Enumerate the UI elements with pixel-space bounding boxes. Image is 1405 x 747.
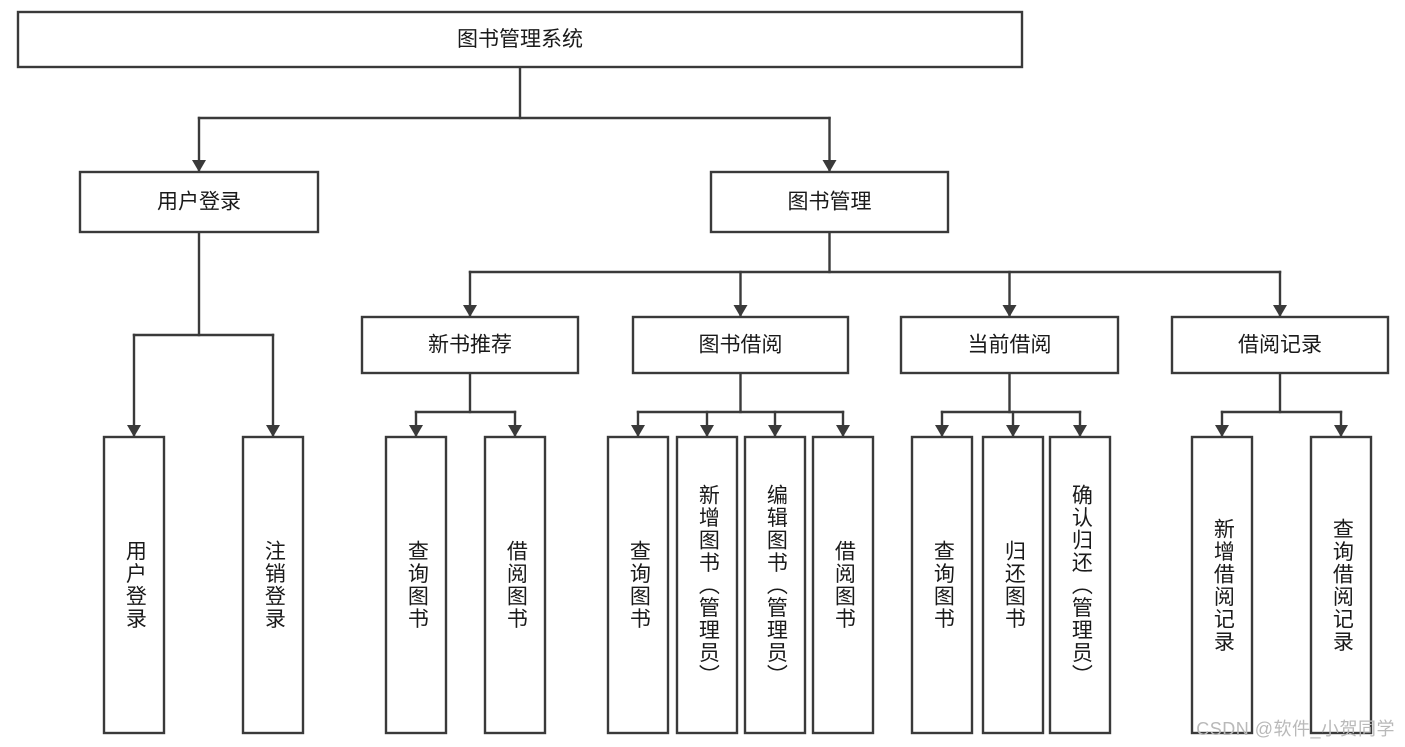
node-label: 图书管理系统	[457, 28, 583, 51]
node-leaf-6[interactable]	[743, 435, 807, 735]
node-label: 新书推荐	[428, 334, 512, 357]
node-level2-0[interactable]	[78, 170, 320, 234]
node-leaf-4[interactable]	[606, 435, 670, 735]
node-leaf-7[interactable]	[811, 435, 875, 735]
node-leaf-2[interactable]	[384, 435, 448, 735]
node-root[interactable]	[16, 10, 1024, 69]
watermark: CSDN @软件_小贺同学	[1196, 719, 1395, 739]
node-box-layer	[16, 10, 1390, 735]
node-leaf-1[interactable]	[241, 435, 305, 735]
node-label: 图书管理	[788, 191, 872, 214]
node-leaf-5[interactable]	[675, 435, 739, 735]
node-leaf-9[interactable]	[981, 435, 1045, 735]
node-level3-3[interactable]	[1170, 315, 1390, 375]
node-level3-2[interactable]	[899, 315, 1120, 375]
node-label: 图书借阅	[699, 334, 783, 357]
node-leaf-3[interactable]	[483, 435, 547, 735]
node-leaf-12[interactable]	[1309, 435, 1373, 735]
node-leaf-0[interactable]	[102, 435, 166, 735]
connector-layer	[127, 65, 1348, 438]
node-label: 借阅记录	[1238, 334, 1322, 357]
node-leaf-10[interactable]	[1048, 435, 1112, 735]
node-level2-1[interactable]	[709, 170, 950, 234]
node-level3-1[interactable]	[631, 315, 850, 375]
node-label: 用户登录	[157, 191, 241, 214]
node-level3-0[interactable]	[360, 315, 580, 375]
node-leaf-11[interactable]	[1190, 435, 1254, 735]
node-leaf-8[interactable]	[910, 435, 974, 735]
node-label: 当前借阅	[968, 334, 1052, 357]
